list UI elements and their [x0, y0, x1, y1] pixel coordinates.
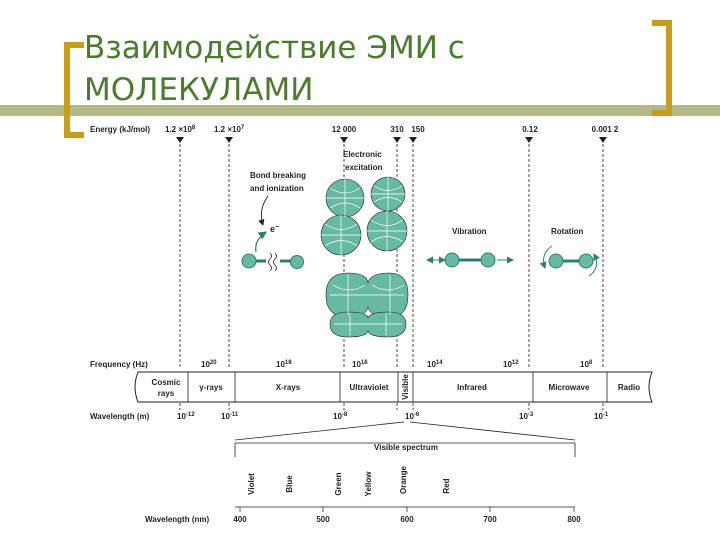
rotation-label: Rotation: [551, 227, 584, 236]
bond-breaking-label-2: and ionization: [250, 184, 304, 193]
wavelength-m-tick-1: 10-12: [177, 412, 195, 421]
title-bracket-left: [64, 42, 84, 138]
color-violet: Violet: [247, 473, 256, 495]
wavelength-nm-tick-4: 700: [483, 515, 497, 524]
wavelength-nm-tick-1: 400: [233, 515, 247, 524]
region-radio: Radio: [618, 383, 640, 392]
frequency-tick-5: 1012: [503, 360, 519, 369]
electronic-label-2: excitation: [345, 163, 382, 172]
frequency-tick-2: 1018: [276, 360, 292, 369]
title-bracket-right: [652, 20, 672, 116]
region-visible: Visible: [401, 374, 410, 400]
frequency-tick-1: 1020: [201, 360, 217, 369]
visible-spectrum-bracket: [234, 442, 576, 457]
vibration-label: Vibration: [452, 227, 487, 236]
energy-tick-2: 1.2 ×107: [214, 125, 245, 134]
dissociating-molecule-icon: [241, 252, 304, 272]
slide-title-line-1: Взаимодействие ЭМИ с: [84, 30, 465, 66]
region-cosmic-rays-1: Cosmic: [152, 378, 181, 387]
region-microwave: Microwave: [549, 383, 590, 392]
bond-breaking-arrow: [258, 195, 269, 226]
color-yellow: Yellow: [364, 471, 373, 497]
electron-orbitals-icon: [320, 176, 409, 338]
energy-tick-1: 1.2 ×108: [165, 125, 196, 134]
frequency-tick-3: 1016: [352, 360, 368, 369]
bond-breaking-label-1: Bond breaking: [250, 171, 306, 180]
visible-spectrum-minor-ticks: [239, 507, 575, 512]
color-blue: Blue: [285, 475, 294, 493]
frequency-axis-label: Frequency (Hz): [90, 360, 148, 369]
wavelength-m-tick-3: 10-8: [333, 412, 348, 421]
region-gamma-rays: γ-rays: [199, 383, 223, 392]
wavelength-m-tick-2: 10-11: [221, 412, 239, 421]
color-green: Green: [334, 472, 343, 495]
wavelength-nm-axis-label: Wavelength (nm): [145, 515, 209, 524]
region-cosmic-rays-2: rays: [158, 389, 175, 398]
electron-arrow-icon: [255, 231, 267, 253]
wavelength-m-tick-5: 10-3: [519, 412, 534, 421]
region-infrared: Infrared: [457, 383, 487, 392]
energy-markers: [176, 137, 607, 143]
color-red: Red: [442, 478, 451, 493]
wavelength-nm-tick-5: 800: [567, 515, 581, 524]
energy-tick-3: 12 000: [332, 125, 357, 134]
energy-axis-label: Energy (kJ/mol): [90, 125, 150, 134]
wavelength-nm-tick-3: 600: [400, 515, 414, 524]
wavelength-m-axis-label: Wavelength (m): [90, 412, 150, 421]
svg-text:1.2 ×107: 1.2 ×107: [214, 125, 245, 134]
em-spectrum-diagram: Energy (kJ/mol) 1.2 ×108 1.2 ×107 12 000…: [90, 125, 653, 524]
wavelength-nm-tick-2: 500: [316, 515, 330, 524]
electronic-label-1: Electronic: [343, 150, 382, 159]
energy-tick-4: 310: [390, 125, 404, 134]
color-orange: Orange: [399, 465, 408, 494]
wavelength-m-tick-4: 10-6: [405, 412, 420, 421]
region-ultraviolet: Ultraviolet: [349, 383, 388, 392]
header-band: [0, 105, 720, 116]
rotating-molecule-icon: [539, 245, 600, 277]
visible-spectrum-label: Visible spectrum: [374, 443, 438, 452]
spectrum-dividers: [187, 372, 608, 402]
frequency-tick-6: 108: [580, 360, 593, 369]
svg-text:1.2 ×108: 1.2 ×108: [165, 125, 196, 134]
vibrating-molecule-icon: [426, 252, 514, 268]
energy-tick-5: 150: [411, 125, 425, 134]
slide-title-line-2: МОЛЕКУЛАМИ: [84, 72, 314, 108]
frequency-tick-4: 1014: [427, 360, 443, 369]
energy-tick-7: 0.001 2: [592, 125, 619, 134]
electron-label: e−: [270, 224, 279, 234]
region-x-rays: X-rays: [276, 383, 301, 392]
energy-tick-6: 0.12: [522, 125, 538, 134]
wavelength-m-tick-6: 10-1: [594, 412, 609, 421]
visible-expansion-lines: [234, 421, 576, 441]
spectrum-band: [134, 371, 653, 403]
